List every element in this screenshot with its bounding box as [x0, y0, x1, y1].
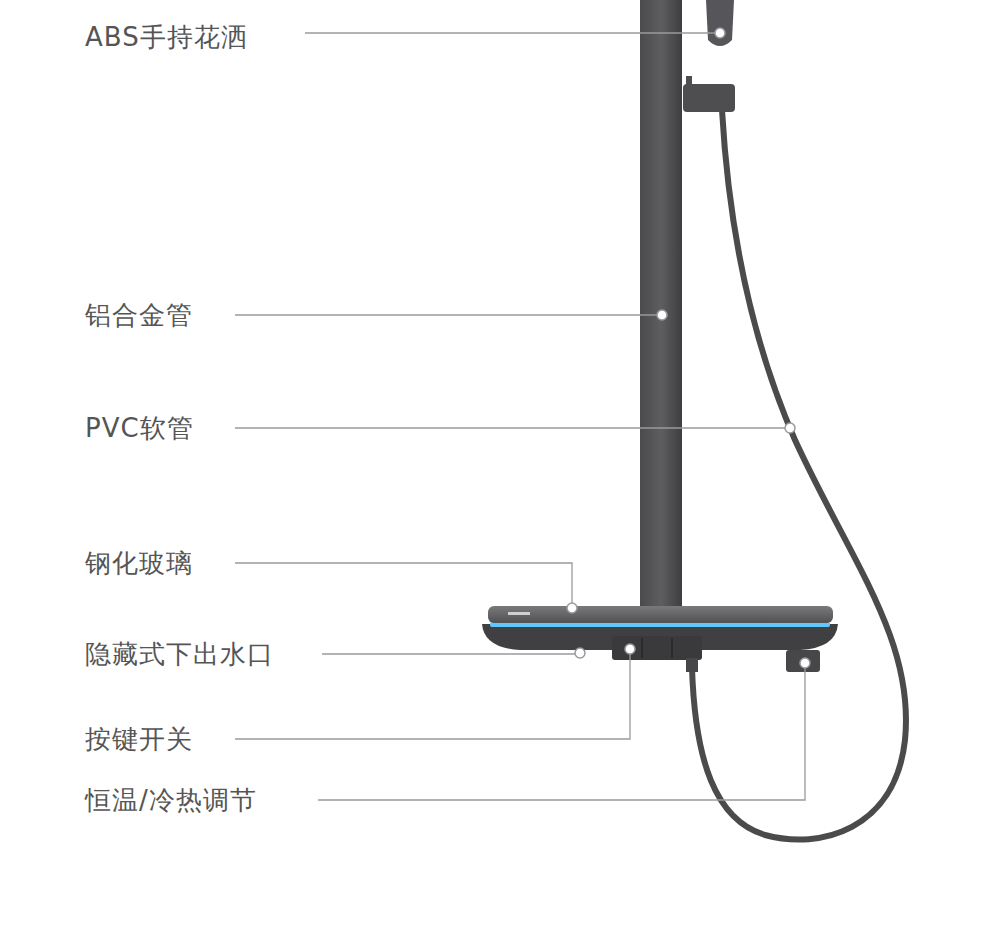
callout-dot [657, 310, 667, 320]
leader-line [322, 653, 575, 654]
callout-dot [625, 644, 635, 654]
leader-line [235, 563, 572, 603]
button-gap [641, 638, 643, 658]
part-label: 钢化玻璃 [85, 547, 193, 579]
callout-dot [567, 603, 577, 613]
hand-shower [706, 0, 734, 46]
leader-line [318, 668, 805, 800]
hose [692, 110, 906, 840]
tempered-glass [488, 606, 833, 623]
knob [786, 650, 820, 672]
button-gap [671, 638, 673, 658]
part-label: 铝合金管 [85, 299, 193, 331]
leader-line [235, 654, 630, 739]
holder [683, 84, 735, 112]
pole [640, 0, 682, 615]
leader-line [305, 32, 715, 33]
leader-line [235, 314, 657, 315]
buttons [612, 636, 702, 660]
callout-dot [575, 648, 585, 658]
callout-dot [715, 28, 725, 38]
leader-line [235, 427, 785, 428]
glass-mark [508, 612, 530, 615]
outlet-connector [686, 658, 698, 672]
callout-dot [800, 658, 810, 668]
part-label: 按键开关 [85, 723, 193, 755]
part-label: ABS手持花洒 [85, 21, 248, 53]
part-label: PVC软管 [85, 412, 194, 444]
holder-screw [686, 76, 692, 86]
part-label: 隐藏式下出水口 [85, 638, 274, 670]
callout-dot [785, 423, 795, 433]
part-label: 恒温/冷热调节 [85, 784, 257, 816]
